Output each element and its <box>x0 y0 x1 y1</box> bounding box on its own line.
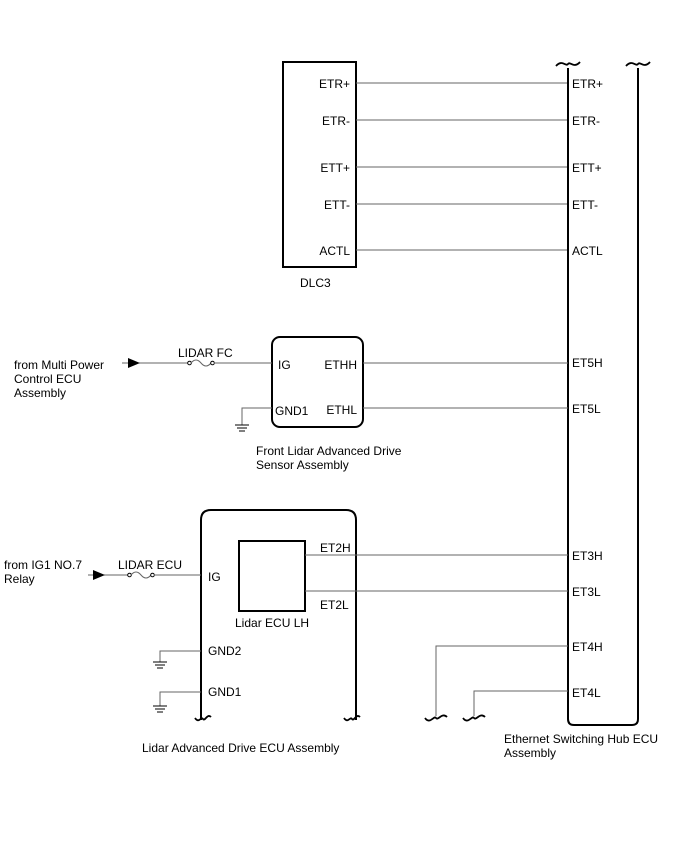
dlc3-pin-actl: ACTL <box>319 244 350 258</box>
wire-front-lidar-gnd1 <box>241 407 272 425</box>
lidar-ecu-pin-et2h: ET2H <box>320 541 351 555</box>
hub-pin-ett-minus: ETT- <box>572 198 598 212</box>
front-lidar-source-line2: Control ECU <box>14 372 81 386</box>
arrow-icon <box>128 358 140 368</box>
front-lidar-label-line1: Front Lidar Advanced Drive <box>256 444 402 458</box>
lidar-ecu-pin-gnd1: GND1 <box>208 685 242 699</box>
dlc3-pin-ett-minus: ETT- <box>324 198 350 212</box>
lidar-ecu-pin-ig: IG <box>208 570 221 584</box>
hub-pin-etr-plus: ETR+ <box>572 77 603 91</box>
lidar-ecu-lh-box <box>238 540 306 612</box>
lidar-ecu-source-line2: Relay <box>4 572 35 586</box>
lidar-ecu-source-line1: from IG1 NO.7 <box>4 558 82 572</box>
front-lidar-pin-gnd1: GND1 <box>275 404 309 418</box>
lidar-ecu-pin-et2l: ET2L <box>320 598 349 612</box>
wire-lidar-ecu-gnd1 <box>159 691 201 706</box>
fuse-icon <box>127 571 155 579</box>
lidar-ecu-assembly-box <box>200 509 357 720</box>
arrow-icon <box>93 570 105 580</box>
wire-lidar-ecu-gnd2 <box>159 650 201 662</box>
hub-pin-et3l: ET3L <box>572 585 601 599</box>
dlc3-connector-box <box>282 61 357 268</box>
dlc3-hub-wires <box>356 82 568 251</box>
ground-icon <box>153 705 167 713</box>
front-lidar-pin-ethh: ETHH <box>324 358 357 372</box>
ground-icon <box>235 424 249 432</box>
hub-pin-et4h: ET4H <box>572 640 603 654</box>
hub-pin-et5l: ET5L <box>572 402 601 416</box>
front-lidar-connector-box <box>271 336 364 428</box>
hub-label-line2: Assembly <box>504 746 556 760</box>
front-lidar-source-line1: from Multi Power <box>14 358 104 372</box>
ground-icon <box>153 661 167 669</box>
wire-et4h <box>435 645 568 716</box>
hub-pin-et4l: ET4L <box>572 686 601 700</box>
lidar-ecu-pin-gnd2: GND2 <box>208 644 242 658</box>
lidar-ecu-assembly-label: Lidar Advanced Drive ECU Assembly <box>142 741 339 755</box>
hub-pin-actl: ACTL <box>572 244 603 258</box>
lidar-ecu-break-mark-left <box>194 715 212 722</box>
et4l-break-mark <box>462 714 486 722</box>
dlc3-label: DLC3 <box>300 276 331 290</box>
hub-pin-ett-plus: ETT+ <box>572 161 602 175</box>
front-lidar-pin-ig: IG <box>278 358 291 372</box>
front-lidar-source-line3: Assembly <box>14 386 66 400</box>
front-lidar-fuse-label: LIDAR FC <box>178 346 233 360</box>
et4h-break-mark <box>424 714 448 722</box>
fuse-icon <box>187 359 215 367</box>
front-lidar-pin-ethl: ETHL <box>326 403 357 417</box>
lidar-ecu-fuse-label: LIDAR ECU <box>118 558 182 572</box>
hub-label-line1: Ethernet Switching Hub ECU <box>504 732 658 746</box>
dlc3-pin-ett-plus: ETT+ <box>320 161 350 175</box>
dlc3-pin-etr-minus: ETR- <box>322 114 350 128</box>
wire-et4l <box>473 690 568 716</box>
front-lidar-label-line2: Sensor Assembly <box>256 458 349 472</box>
dlc3-pin-etr-plus: ETR+ <box>319 77 350 91</box>
hub-break-mark-right <box>625 61 651 67</box>
hub-pin-et3h: ET3H <box>572 549 603 563</box>
hub-break-mark-left <box>555 61 581 67</box>
lidar-ecu-lh-label: Lidar ECU LH <box>235 616 309 630</box>
hub-pin-etr-minus: ETR- <box>572 114 600 128</box>
hub-pin-et5h: ET5H <box>572 356 603 370</box>
lidar-ecu-break-mark-right <box>343 715 361 722</box>
hub-connector-box <box>567 68 639 726</box>
